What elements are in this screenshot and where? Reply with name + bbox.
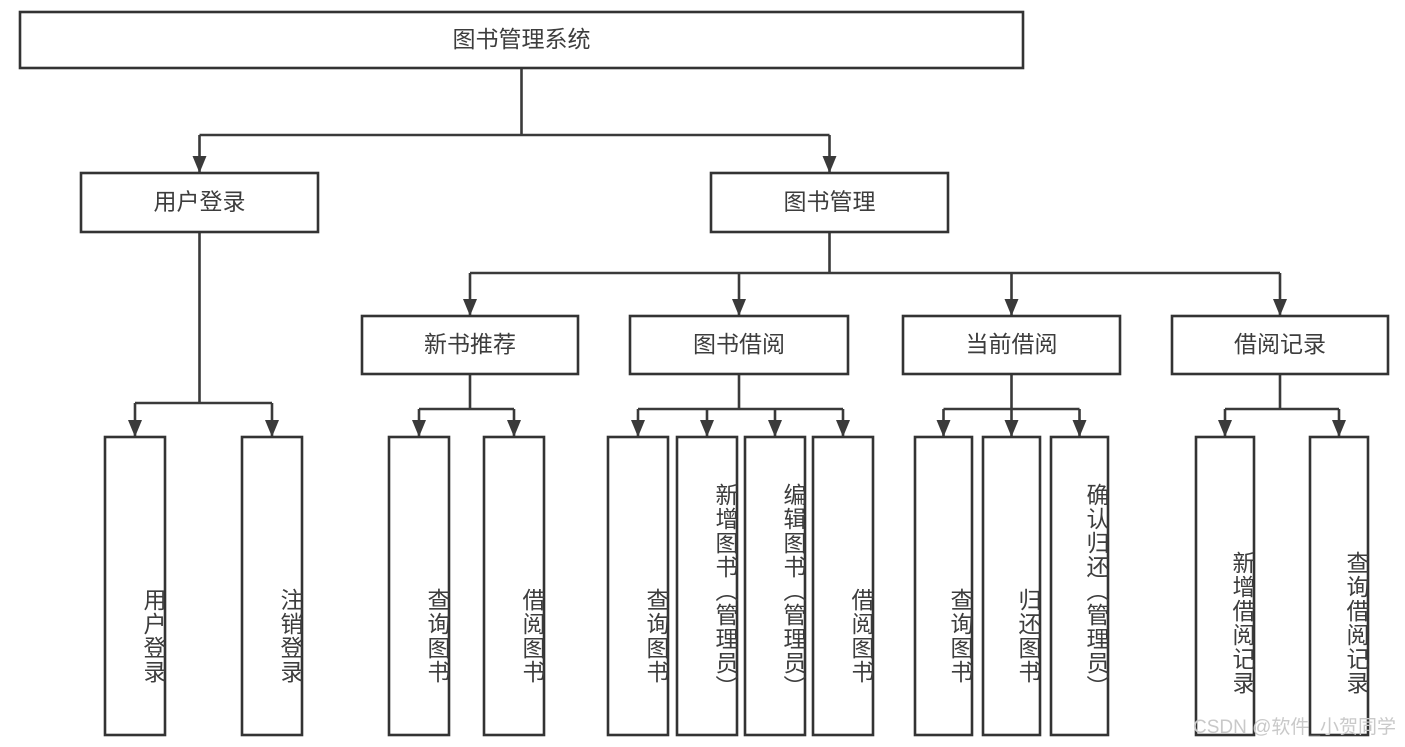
leaf-box-1 [240,435,304,737]
books-to-l3-arrow-2 [1004,299,1019,316]
level3-box-3 [1170,314,1390,376]
current-leaves-arrow-2 [1072,420,1087,437]
node-box-layer [18,10,1390,737]
level2-label-1: 图书管理 [784,189,876,215]
level3-label-2: 当前借阅 [966,331,1058,357]
level3-label-0: 新书推荐 [424,331,516,357]
leaf-box-7 [811,435,875,737]
level3-box-1 [628,314,850,376]
leaf-box-4 [606,435,670,737]
leaf-box-0 [103,435,167,737]
root-to-l2-arrow-1 [822,156,837,173]
current-leaves-arrow-0 [936,420,951,437]
level2-label-0: 用户登录 [154,189,246,215]
record-leaves-arrow-1 [1332,420,1346,437]
newbook-leaves-arrow-1 [507,420,521,437]
root-box-0 [18,10,1025,70]
level2-box-1 [709,171,950,234]
login-leaves-arrow-1 [265,420,279,437]
level3-box-0 [360,314,580,376]
leaf-box-12 [1308,435,1370,737]
leaf-box-11 [1194,435,1256,737]
leaf-box-5 [675,435,739,737]
current-leaves-arrow-1 [1004,420,1019,437]
books-to-l3-arrow-1 [732,299,746,316]
level3-box-2 [901,314,1122,376]
leaf-box-2 [387,435,451,737]
watermark-text: CSDN @软件_小贺同学 [1193,717,1396,738]
leaf-box-10 [1049,435,1110,737]
leaf-box-9 [981,435,1042,737]
level2-box-0 [79,171,320,234]
borrow-leaves-arrow-1 [700,420,714,437]
books-to-l3-arrow-0 [463,299,477,316]
borrow-leaves-arrow-0 [631,420,645,437]
record-leaves-arrow-0 [1218,420,1232,437]
level3-label-3: 借阅记录 [1234,331,1326,357]
leaf-box-6 [743,435,807,737]
borrow-leaves-arrow-2 [768,420,782,437]
books-to-l3-arrow-3 [1273,299,1287,316]
leaf-box-3 [482,435,546,737]
borrow-leaves-arrow-3 [836,420,850,437]
level3-label-1: 图书借阅 [693,331,785,357]
login-leaves-arrow-0 [128,420,142,437]
root-to-l2-arrow-0 [192,156,207,173]
newbook-leaves-arrow-0 [412,420,426,437]
connector-layer [128,68,1346,437]
root-label-0: 图书管理系统 [453,26,591,52]
leaf-box-8 [913,435,974,737]
